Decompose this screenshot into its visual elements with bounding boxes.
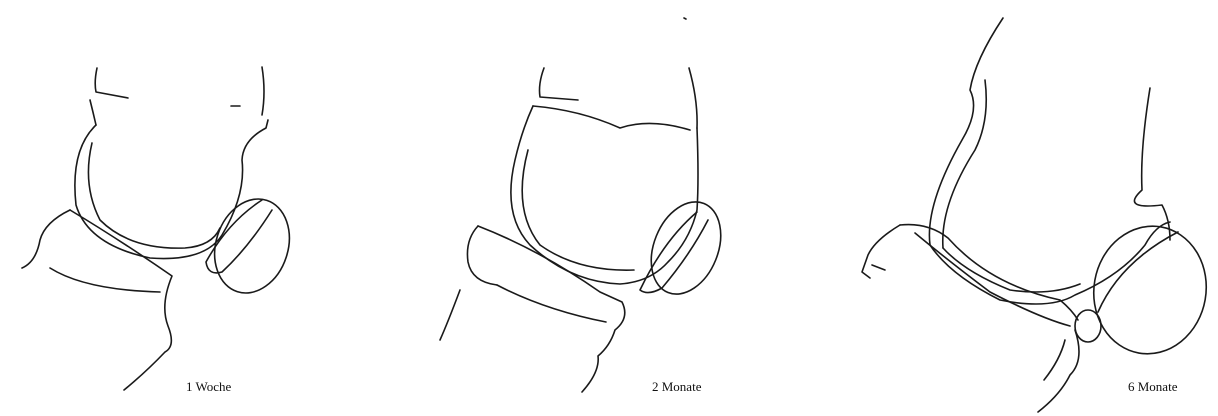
femur-shaft-right-edge: [689, 68, 697, 128]
tibia-plateau: [467, 226, 497, 285]
femur-shaft-top-left: [95, 68, 128, 98]
tibia-lower: [1038, 330, 1079, 412]
knee-drawing-1-week: [22, 67, 301, 390]
tibia-plateau-inner: [915, 233, 1070, 326]
fibula-tick: [872, 265, 885, 270]
femur-shaft-top-left: [540, 68, 579, 100]
femur-shaft-left-edge-outer: [929, 18, 1003, 245]
panel-caption-2-months: 2 Monate: [652, 380, 701, 393]
femoral-condyle-outer: [511, 106, 698, 284]
knee-drawing-2-months: [440, 68, 734, 392]
femoral-condyle-inner: [943, 248, 1080, 292]
tibia-inner: [497, 285, 606, 322]
panel-caption-6-months: 6 Monate: [1128, 380, 1177, 393]
panel-caption-1-week: 1 Woche: [186, 380, 231, 393]
fibula-left: [862, 225, 900, 278]
femur-shaft-right-edge: [1134, 88, 1170, 240]
patella-inner: [1098, 232, 1178, 312]
femur-shaft-left-edge: [90, 100, 96, 125]
patella-outline: [638, 192, 733, 305]
tibia-plateau: [22, 210, 70, 268]
femoral-top-notch: [533, 106, 690, 130]
patella-outline: [1084, 217, 1217, 363]
tibia-inner: [50, 268, 160, 292]
tibia-outer: [478, 226, 625, 392]
knee-drawing-6-months: [862, 18, 1216, 412]
tibia-lower-inner: [1044, 340, 1065, 380]
femoral-condyle-outer: [75, 120, 268, 259]
tibia-plateau-outer: [900, 225, 1078, 320]
meniscus-circle: [1075, 310, 1101, 342]
femoral-condyle-inner: [88, 143, 220, 248]
tibia-outer: [70, 210, 172, 390]
femur-shaft-right-edge: [262, 67, 264, 115]
fibula-left: [440, 290, 460, 340]
scan-speck: [684, 18, 686, 19]
patella-inner: [640, 212, 708, 293]
